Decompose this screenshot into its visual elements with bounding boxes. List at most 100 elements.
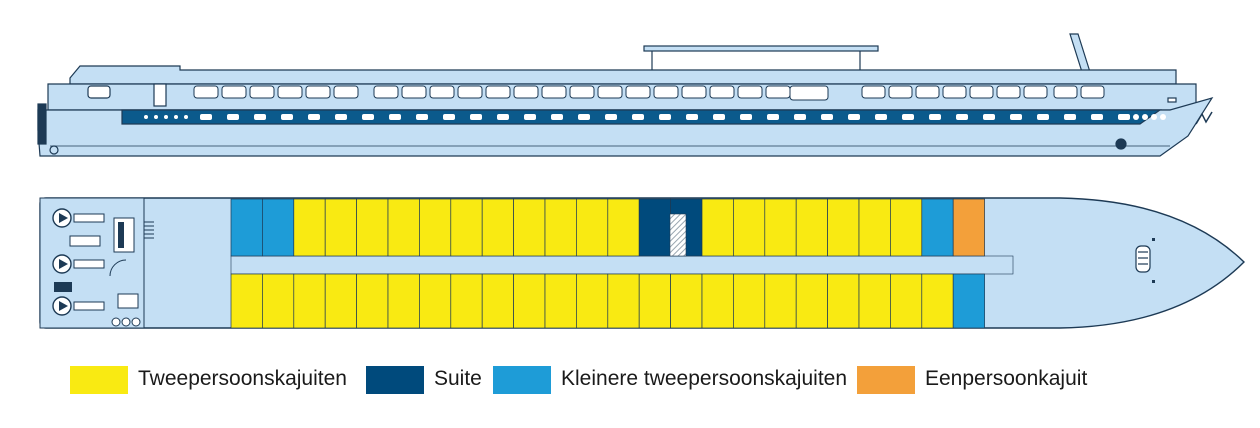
cabin-double bbox=[858, 198, 891, 257]
mast bbox=[1069, 33, 1091, 73]
propeller-icon bbox=[49, 145, 59, 155]
window bbox=[789, 85, 829, 101]
porthole bbox=[659, 114, 671, 120]
cabin-double bbox=[607, 273, 640, 329]
bow-logo bbox=[1195, 111, 1213, 125]
cabin-double bbox=[293, 273, 326, 329]
machinery-block bbox=[54, 282, 72, 292]
legend-label-double: Tweepersoonskajuiten bbox=[138, 367, 347, 390]
cabin-double bbox=[513, 198, 546, 257]
porthole bbox=[767, 114, 779, 120]
cabin-double bbox=[733, 198, 766, 257]
porthole bbox=[1091, 114, 1103, 120]
porthole bbox=[154, 115, 158, 119]
porthole bbox=[1151, 114, 1157, 120]
porthole bbox=[929, 114, 941, 120]
window bbox=[996, 85, 1021, 99]
anchor-icon bbox=[1115, 138, 1127, 150]
porthole bbox=[497, 114, 509, 120]
cabin-double bbox=[230, 273, 263, 329]
cabin-double bbox=[795, 198, 828, 257]
legend-swatch-smaller-double bbox=[493, 366, 551, 394]
cabin-double bbox=[795, 273, 828, 329]
upper-deck bbox=[69, 65, 1177, 85]
legend-label-single: Eenpersoonkajuit bbox=[925, 367, 1088, 390]
window bbox=[861, 85, 886, 99]
porthole bbox=[1133, 114, 1139, 120]
cabin-double bbox=[481, 273, 514, 329]
porthole bbox=[740, 114, 752, 120]
cabin-double bbox=[356, 273, 389, 329]
cabin-double bbox=[670, 273, 703, 329]
porthole bbox=[281, 114, 293, 120]
cabin-double bbox=[827, 273, 860, 329]
porthole bbox=[1124, 114, 1130, 120]
window bbox=[569, 85, 595, 99]
porthole bbox=[686, 114, 698, 120]
cabin-double bbox=[262, 273, 295, 329]
window bbox=[1053, 85, 1078, 99]
window bbox=[541, 85, 567, 99]
porthole bbox=[1064, 114, 1076, 120]
cabin-single bbox=[952, 198, 985, 257]
cabin-double bbox=[890, 273, 923, 329]
porthole bbox=[164, 115, 168, 119]
cabin-double bbox=[419, 198, 452, 257]
cabin-double bbox=[481, 198, 514, 257]
porthole bbox=[184, 115, 188, 119]
porthole bbox=[389, 114, 401, 120]
stern-band bbox=[37, 103, 47, 145]
window bbox=[221, 85, 247, 99]
cabin-double bbox=[324, 273, 357, 329]
cabin-double bbox=[576, 273, 609, 329]
porthole bbox=[174, 115, 178, 119]
window bbox=[625, 85, 651, 99]
window bbox=[765, 85, 791, 99]
porthole bbox=[821, 114, 833, 120]
porthole bbox=[335, 114, 347, 120]
cabin-smaller-double bbox=[230, 198, 263, 257]
window bbox=[653, 85, 679, 99]
cabin-row-starboard bbox=[230, 198, 985, 257]
window bbox=[1023, 85, 1048, 99]
porthole bbox=[470, 114, 482, 120]
window bbox=[709, 85, 735, 99]
cabin-double bbox=[733, 273, 766, 329]
cabin-double bbox=[638, 273, 671, 329]
porthole bbox=[524, 114, 536, 120]
legend-swatch-single bbox=[857, 366, 915, 394]
cabin-double bbox=[387, 198, 420, 257]
porthole bbox=[632, 114, 644, 120]
porthole bbox=[362, 114, 374, 120]
porthole bbox=[200, 114, 212, 120]
winch-icon bbox=[1135, 245, 1151, 273]
cabin-double bbox=[576, 198, 609, 257]
porthole bbox=[227, 114, 239, 120]
porthole bbox=[551, 114, 563, 120]
cabin-double bbox=[827, 198, 860, 257]
cabin-row-port bbox=[230, 273, 985, 329]
cabin-double bbox=[858, 273, 891, 329]
porthole bbox=[713, 114, 725, 120]
window bbox=[429, 85, 455, 99]
cabin-double bbox=[450, 273, 483, 329]
porthole bbox=[1037, 114, 1049, 120]
cabin-smaller-double bbox=[952, 273, 985, 329]
cabin-double bbox=[293, 198, 326, 257]
porthole bbox=[848, 114, 860, 120]
cabin-double bbox=[764, 198, 797, 257]
porthole bbox=[983, 114, 995, 120]
porthole bbox=[794, 114, 806, 120]
staircase bbox=[669, 213, 687, 257]
corridor bbox=[230, 255, 1014, 275]
cabin-double bbox=[701, 198, 734, 257]
cabin-double bbox=[450, 198, 483, 257]
stern-window bbox=[87, 85, 111, 99]
porthole bbox=[416, 114, 428, 120]
window bbox=[401, 85, 427, 99]
window bbox=[193, 85, 219, 99]
porthole bbox=[1160, 114, 1166, 120]
deck-plan bbox=[39, 197, 1245, 329]
legend: Tweepersoonskajuiten Suite Kleinere twee… bbox=[0, 364, 1260, 396]
